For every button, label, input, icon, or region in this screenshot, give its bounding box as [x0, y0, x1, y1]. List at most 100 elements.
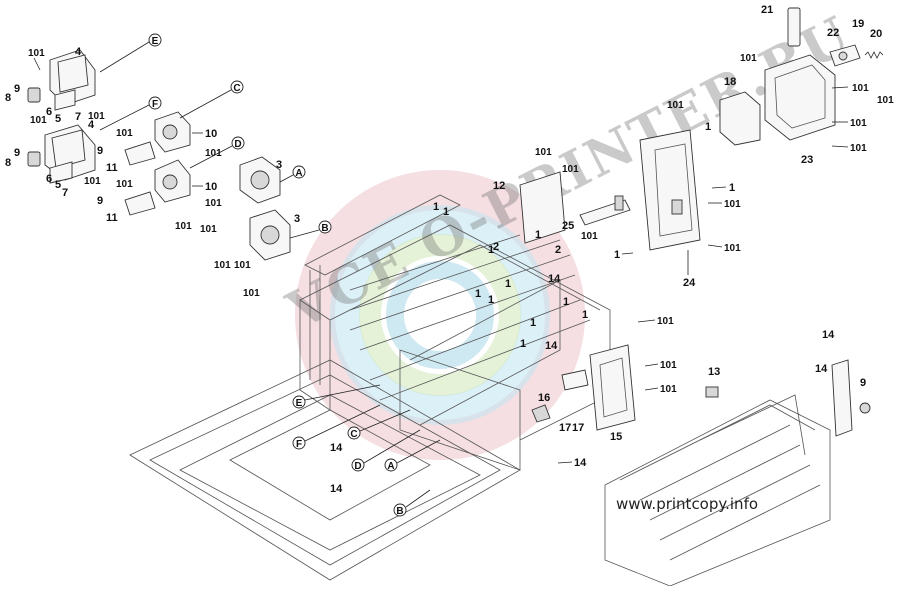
part-number-label: 3 [276, 159, 282, 171]
part-number-label: 22 [827, 27, 839, 39]
part-number-label: 9 [97, 195, 103, 207]
callout-letter: A [387, 461, 394, 472]
part-number-label: 1 [443, 206, 449, 218]
part-number-label: 1 [582, 309, 588, 321]
part-number-label: 20 [870, 28, 882, 40]
part-number-label: 101 [562, 164, 579, 175]
gear-housing-10-upper [154, 111, 191, 153]
part-number-label: 19 [852, 18, 864, 30]
part-number-label: 1 [563, 296, 569, 308]
callout-D-lower: D [351, 429, 421, 472]
part-number-label: 1 [535, 229, 541, 241]
callout-A: A [279, 165, 306, 183]
plate-12 [519, 171, 566, 244]
part-number-label: 1 [729, 182, 735, 194]
callout-C-lower: C [347, 409, 411, 440]
sensor-16 [531, 404, 551, 423]
part-number-label: 4 [75, 46, 82, 58]
part-number-label: 101 [116, 179, 133, 190]
part-number-label: 14 [822, 329, 835, 341]
drive-assembly-upper [27, 49, 96, 111]
part-number-label: 101 [30, 115, 47, 126]
sensor-17 [561, 369, 589, 391]
part-number-label: 101 [877, 95, 894, 106]
part-number-label: 101 [175, 221, 192, 232]
part-number-label: 101 [88, 111, 105, 122]
part-number-label: 1 [475, 288, 481, 300]
bracket-11-upper [124, 141, 156, 166]
part-number-label: 13 [708, 366, 720, 378]
lever-21 [787, 7, 801, 47]
part-number-label: 101 [200, 224, 217, 235]
part-number-label: 101 [852, 83, 869, 94]
part-number-label: 9 [97, 145, 103, 157]
part-number-label: 12 [493, 180, 505, 192]
part-number-label: 10 [205, 128, 217, 140]
part-number-label: 10 [205, 181, 217, 193]
callout-E: E [99, 33, 162, 73]
part-number-label: 14 [330, 442, 343, 454]
callout-letter: A [295, 168, 302, 179]
part-number-label: 101 [581, 231, 598, 242]
site-credit: www.printcopy.info [616, 495, 758, 513]
part-number-label: 1 [488, 244, 494, 256]
part-number-label: 9 [860, 377, 866, 389]
part-number-label: 7 [75, 111, 81, 123]
part-number-label: 1 [705, 121, 711, 133]
callout-D: D [189, 136, 245, 169]
part-number-label: 101 [724, 243, 741, 254]
part-number-label: 101 [205, 198, 222, 209]
part-number-label: 11 [106, 212, 118, 224]
part-number-label: 1 [433, 201, 439, 213]
callout-letter: C [350, 429, 357, 440]
callout-A-lower: A [384, 439, 441, 472]
plate-15 [589, 344, 636, 431]
part-number-label: 101 [740, 53, 757, 64]
part-number-label: 1 [488, 294, 494, 306]
part-number-label: 101 [660, 384, 677, 395]
part-number-label: 9 [14, 83, 20, 95]
part-number-label: 101 [660, 360, 677, 371]
gear-housing-10-lower [154, 159, 191, 203]
part-number-label: 7 [62, 187, 68, 199]
part-number-label: 17 [572, 422, 584, 434]
machine-body [604, 359, 871, 587]
side-plate-24 [639, 129, 701, 251]
part-number-label: 101 [535, 147, 552, 158]
part-number-label: 23 [801, 154, 813, 166]
part-number-label: 101 [28, 48, 45, 59]
callout-E-text: E [152, 36, 159, 47]
callout-letter: C [233, 83, 240, 94]
motor-3-lower [249, 209, 291, 261]
part-number-label: 101 [667, 100, 684, 111]
part-number-label: 14 [574, 457, 587, 469]
frame-23 [764, 54, 836, 141]
part-number-label: 2 [493, 241, 499, 253]
part-number-label: 14 [548, 273, 561, 285]
part-number-label: 11 [106, 162, 118, 174]
callout-F: F [99, 96, 162, 131]
part-number-label: 8 [5, 157, 11, 169]
part-number-label: 24 [683, 277, 696, 289]
callout-letter: E [296, 398, 303, 409]
bracket-25 [579, 195, 631, 226]
bracket-22 [829, 44, 861, 67]
part-number-label: 101 [205, 148, 222, 159]
part-number-label: 21 [761, 4, 773, 16]
callout-B-lower: B [393, 489, 431, 517]
part-number-label: 101 [214, 260, 231, 271]
part-number-label: 101 [724, 199, 741, 210]
motor-3-upper [239, 156, 281, 204]
callout-C: C [179, 80, 244, 119]
part-number-label: 1 [614, 249, 620, 261]
part-number-label: 1 [520, 338, 526, 350]
part-number-label: 101 [850, 118, 867, 129]
part-number-label: 9 [14, 147, 20, 159]
callout-letter: F [152, 99, 158, 110]
callout-F-lower: F [292, 404, 381, 450]
callout-letter: D [234, 139, 241, 150]
part-number-label: 16 [538, 392, 550, 404]
part-number-label: 6 [46, 106, 52, 118]
part-number-label: 3 [294, 213, 300, 225]
